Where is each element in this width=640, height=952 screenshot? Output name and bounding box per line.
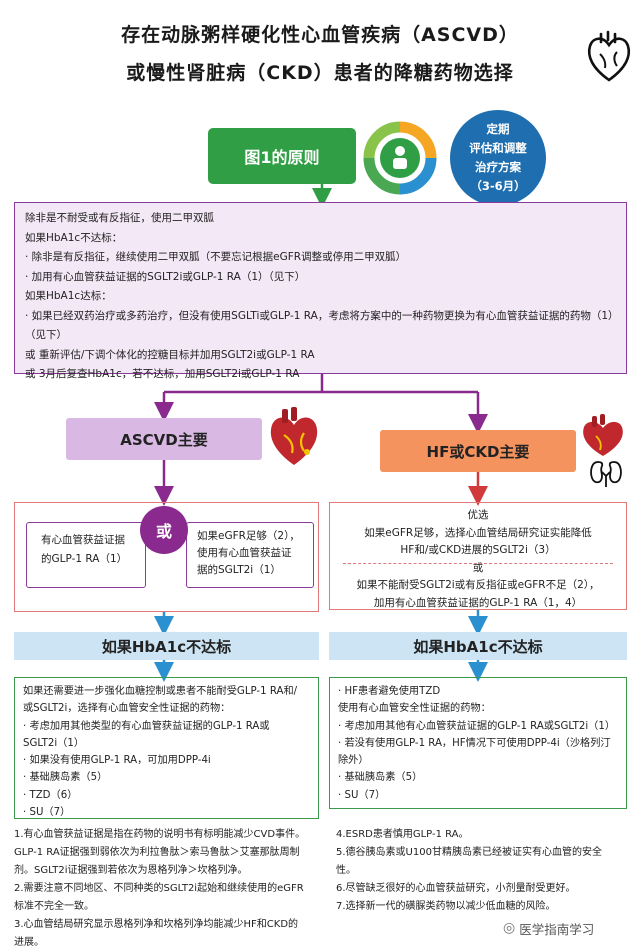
followup-line: 或SGLT2i，选择有心血管安全性证据的药物：: [23, 703, 231, 715]
hba1c-not-met-left: 如果HbA1c不达标: [14, 632, 319, 660]
followup-line: 使用有心血管安全性证据的药物：: [338, 703, 491, 715]
or-label: 或: [472, 561, 484, 574]
hba1c-not-met-right: 如果HbA1c不达标: [329, 632, 627, 660]
wechat-icon: ◎: [503, 920, 516, 936]
footnote-line: 进展。: [14, 937, 44, 948]
page-title-line2: 或慢性肾脏病（CKD）患者的降糖药物选择: [126, 62, 514, 84]
followup-line: · 基础胰岛素（5）: [338, 772, 423, 784]
glp1-option: 有心血管获益证据 的GLP-1 RA（1）: [26, 522, 146, 588]
followup-line: · 若没有使用GLP-1 RA，HF情况下可使用DPP-4i（沙格列汀: [338, 737, 611, 749]
sglt2i-option: 如果eGFR足够（2）， 使用有心血管获益证 据的SGLT2i（1）: [186, 522, 314, 588]
general-principles-box: 除非是不耐受或有反指征，使用二甲双胍 如果HbA1c不达标： · 除非是有反指征…: [14, 202, 627, 380]
option-line: 优选: [467, 509, 489, 521]
principle-line: 除非是不耐受或有反指征，使用二甲双胍: [25, 212, 214, 224]
followup-line: · 基础胰岛素（5）: [23, 772, 108, 784]
watermark: ◎ 医学指南学习: [503, 915, 635, 941]
footnote-line: 1.有心血管获益证据是指在药物的说明书有标明能减少CVD事件。: [14, 829, 306, 840]
option-line: 据的SGLT2i（1）: [197, 564, 281, 576]
ascvd-options-box: [14, 502, 319, 612]
option-line: HF和/或CKD进展的SGLT2i（3）: [400, 544, 556, 556]
footnote-line: 2.需要注意不同地区、不同种类的SGLT2i起始和继续使用的eGFR: [14, 883, 304, 894]
footnote-line: 7.选择新一代的磺脲类药物以减少低血糖的风险。: [336, 901, 556, 912]
heart-outline-icon: [587, 30, 631, 82]
principle-line: 或 3月后复查HbA1c，若不达标，加用SGLT2i或GLP-1 RA: [25, 368, 300, 380]
principle-line: · 除非是有反指征，继续使用二甲双胍（不要忘记根据eGFR调整或停用二甲双胍）: [25, 251, 407, 263]
heart-icon: [583, 414, 623, 456]
ascvd-heading: ASCVD主要: [66, 418, 262, 460]
option-line: 加用有心血管获益证据的GLP-1 RA（1，4）: [373, 596, 583, 609]
review-line: 评估和调整: [469, 141, 527, 156]
option-line: 的GLP-1 RA（1）: [41, 553, 128, 565]
hf-options-box: 优选 如果eGFR足够，选择心血管结局研究证实能降低 HF和/或CKD进展的SG…: [329, 502, 627, 610]
principle-box: 图1的原则: [208, 128, 356, 184]
or-badge: 或: [140, 506, 188, 554]
followup-line: · HF患者避免使用TZD: [338, 686, 441, 697]
principle-line: 或 重新评估/下调个体化的控糖目标并加用SGLT2i或GLP-1 RA: [25, 348, 315, 361]
option-line: 如果eGFR足够（2），: [197, 530, 300, 542]
footnote-line: 5.德谷胰岛素或U100甘精胰岛素已经被证实有心血管的安全: [336, 847, 602, 858]
principle-line: 如果HbA1c达标：: [25, 290, 112, 302]
footnote-line: 性。: [336, 865, 356, 876]
option-line: 有心血管获益证据: [41, 534, 125, 546]
footnotes-right: 4.ESRD患者慎用GLP-1 RA。 5.德谷胰岛素或U100甘精胰岛素已经被…: [336, 826, 630, 916]
footnote-line: 标准不完全一致。: [14, 901, 94, 912]
review-line: 治疗方案: [475, 160, 521, 174]
followup-line: SGLT2i（1）: [23, 737, 85, 749]
option-line: 如果不能耐受SGLT2i或有反指征或eGFR不足（2），: [356, 579, 600, 591]
hf-ckd-heading: HF或CKD主要: [380, 430, 576, 472]
review-line: （3-6月）: [470, 178, 526, 193]
cycle-person-icon: [363, 121, 437, 195]
ascvd-followup-box: 如果还需要进一步强化血糖控制或患者不能耐受GLP-1 RA和/ 或SGLT2i，…: [14, 677, 319, 819]
principle-line: · 如果已经双药治疗或多药治疗，但没有使用SGLTi或GLP-1 RA，考虑将方…: [25, 309, 619, 322]
page-title-line1: 存在动脉粥样硬化性心血管疾病（ASCVD）: [121, 24, 519, 46]
review-adjust-circle: 定期 评估和调整 治疗方案 （3-6月）: [450, 110, 546, 206]
footnote-line: GLP-1 RA证据强到弱依次为利拉鲁肽＞索马鲁肽＞艾塞那肽周制: [14, 847, 300, 858]
review-line: 定期: [486, 122, 510, 137]
dashed-divider: [343, 563, 613, 564]
followup-line: · 考虑加用其他类型的有心血管获益证据的GLP-1 RA或: [23, 720, 270, 732]
followup-line: · TZD（6）: [23, 789, 78, 801]
followup-line: 如果还需要进一步强化血糖控制或患者不能耐受GLP-1 RA和/: [23, 686, 298, 697]
footnote-line: 6.尽管缺乏很好的心血管获益研究，小剂量耐受更好。: [336, 883, 576, 894]
followup-line: · SU（7）: [338, 789, 386, 801]
followup-line: 除外）: [338, 755, 369, 767]
followup-line: · SU（7）: [23, 807, 71, 819]
hf-followup-box: · HF患者避免使用TZD 使用有心血管安全性证据的药物： · 考虑加用其他有心…: [329, 677, 627, 809]
followup-line: · 如果没有使用GLP-1 RA，可加用DPP-4i: [23, 755, 211, 767]
footnote-line: 剂。SGLT2i证据强到若依次为恩格列净＞坎格列净。: [14, 865, 248, 876]
option-line: 使用有心血管获益证: [197, 547, 292, 559]
footnote-line: 4.ESRD患者慎用GLP-1 RA。: [336, 829, 469, 840]
principle-line: （见下）: [25, 329, 67, 341]
footnotes-left: 1.有心血管获益证据是指在药物的说明书有标明能减少CVD事件。 GLP-1 RA…: [14, 826, 326, 952]
principle-line: 如果HbA1c不达标：: [25, 231, 123, 244]
heart-icon: [270, 407, 318, 465]
kidney-icon: [590, 461, 622, 487]
principle-line: · 加用有心血管获益证据的SGLT2i或GLP-1 RA（1）（见下）: [25, 270, 306, 283]
option-line: 如果eGFR足够，选择心血管结局研究证实能降低: [364, 526, 592, 539]
watermark-text: 医学指南学习: [519, 921, 595, 937]
followup-line: · 考虑加用其他有心血管获益证据的GLP-1 RA或SGLT2i（1）: [338, 720, 616, 732]
footnote-line: 3.心血管结局研究显示恩格列净和坎格列净均能减少HF和CKD的: [14, 919, 299, 930]
